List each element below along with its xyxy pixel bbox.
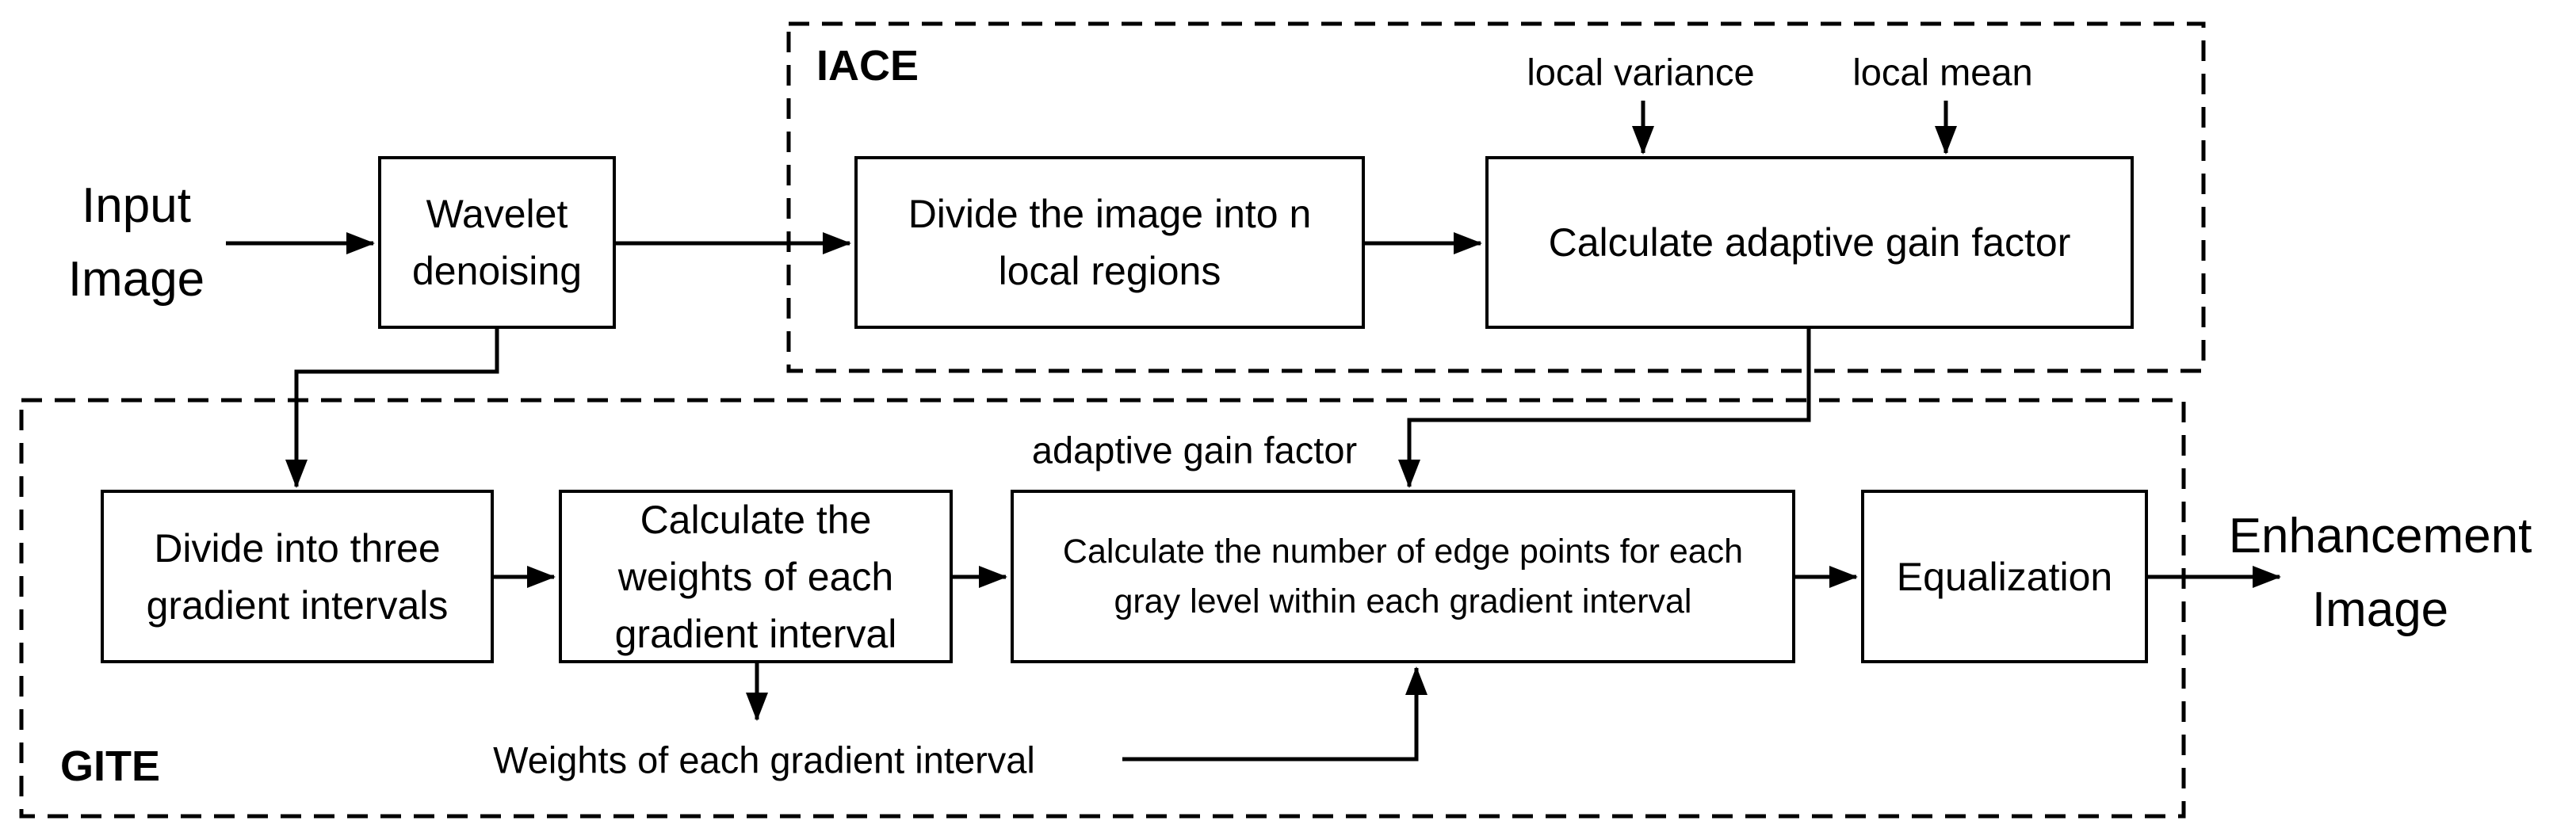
adaptive-gain-box: Calculate adaptive gain factor — [1485, 156, 2134, 329]
input-image-label: Input Image — [67, 178, 205, 307]
weights-of-gradient-interval-label: Weights of each gradient interval — [493, 739, 1035, 781]
adaptive-gain-factor-label: adaptive gain factor — [1031, 429, 1358, 471]
edge-points-box: Calculate the number of edge points for … — [1011, 490, 1795, 663]
connector-wavelet-to-divide-gradient — [285, 329, 499, 488]
iace-group-label: IACE — [816, 42, 919, 90]
gite-group-label: GITE — [60, 742, 161, 790]
enhancement-image-label: Enhancement Image — [2228, 509, 2532, 637]
local-variance-label: local variance — [1527, 51, 1755, 94]
divide-gradient-box: Divide into three gradient intervals — [101, 490, 494, 663]
wavelet-denoising-box: Wavelet denoising — [378, 156, 616, 329]
connector-weights-label-to-edge-points — [1122, 666, 1428, 762]
local-mean-label: local mean — [1852, 51, 2033, 94]
weights-box: Calculate the weights of each gradient i… — [559, 490, 953, 663]
gite-group-boundary — [19, 398, 2186, 819]
iace-group-boundary — [786, 21, 2206, 373]
equalization-box: Equalization — [1861, 490, 2148, 663]
connector-gain-to-edge-points — [1398, 329, 1811, 488]
divide-image-box: Divide the image into n local regions — [854, 156, 1365, 329]
